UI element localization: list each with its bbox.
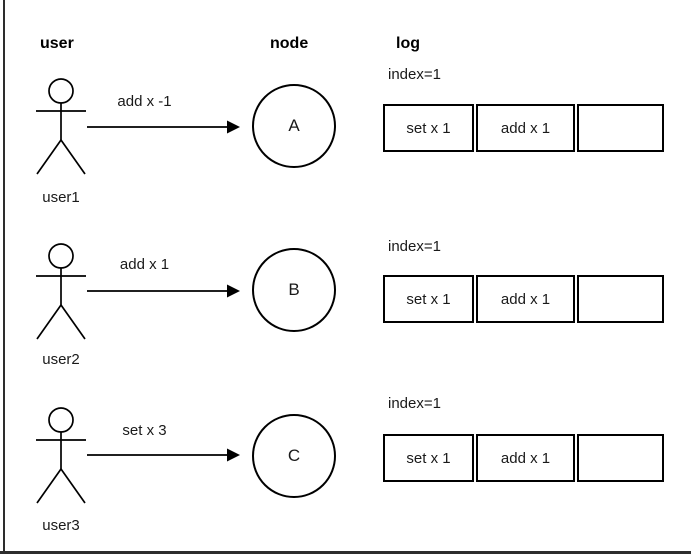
user-actor-icon <box>35 78 87 176</box>
log-index-label: index=1 <box>388 66 441 83</box>
log-cell: set x 1 <box>383 434 474 482</box>
right-arrow-icon <box>87 119 240 135</box>
log-index-label: index=1 <box>388 238 441 255</box>
message-label: add x -1 <box>117 93 172 110</box>
user-actor-icon <box>35 407 87 505</box>
right-arrow-icon <box>87 283 240 299</box>
log-index-label: index=1 <box>388 395 441 412</box>
actor-label: user2 <box>42 351 80 368</box>
node-label: C <box>287 446 301 465</box>
log-cell: set x 1 <box>383 104 474 152</box>
node-label: A <box>288 116 300 135</box>
log-cell: set x 1 <box>383 275 474 323</box>
log-cell-empty <box>577 434 664 482</box>
node-circle: B <box>252 248 336 332</box>
log-cell: add x 1 <box>476 434 575 482</box>
log-cell-empty <box>577 104 664 152</box>
log-cell: add x 1 <box>476 104 575 152</box>
actor-label: user1 <box>42 189 80 206</box>
log-cell-empty <box>577 275 664 323</box>
column-header-log: log <box>396 35 420 52</box>
message-label: set x 3 <box>122 422 167 439</box>
column-header-node: node <box>270 35 309 52</box>
node-circle: C <box>252 414 336 498</box>
log-table: set x 1 add x 1 <box>383 275 664 323</box>
log-table: set x 1 add x 1 <box>383 104 664 152</box>
node-circle: A <box>252 84 336 168</box>
column-header-user: user <box>40 35 74 52</box>
page-border-left <box>3 0 5 554</box>
page-border-bottom <box>0 551 691 554</box>
log-table: set x 1 add x 1 <box>383 434 664 482</box>
node-label: B <box>288 280 300 299</box>
message-label: add x 1 <box>119 256 170 273</box>
user-actor-icon <box>35 243 87 341</box>
log-cell: add x 1 <box>476 275 575 323</box>
right-arrow-icon <box>87 447 240 463</box>
actor-label: user3 <box>42 517 80 534</box>
